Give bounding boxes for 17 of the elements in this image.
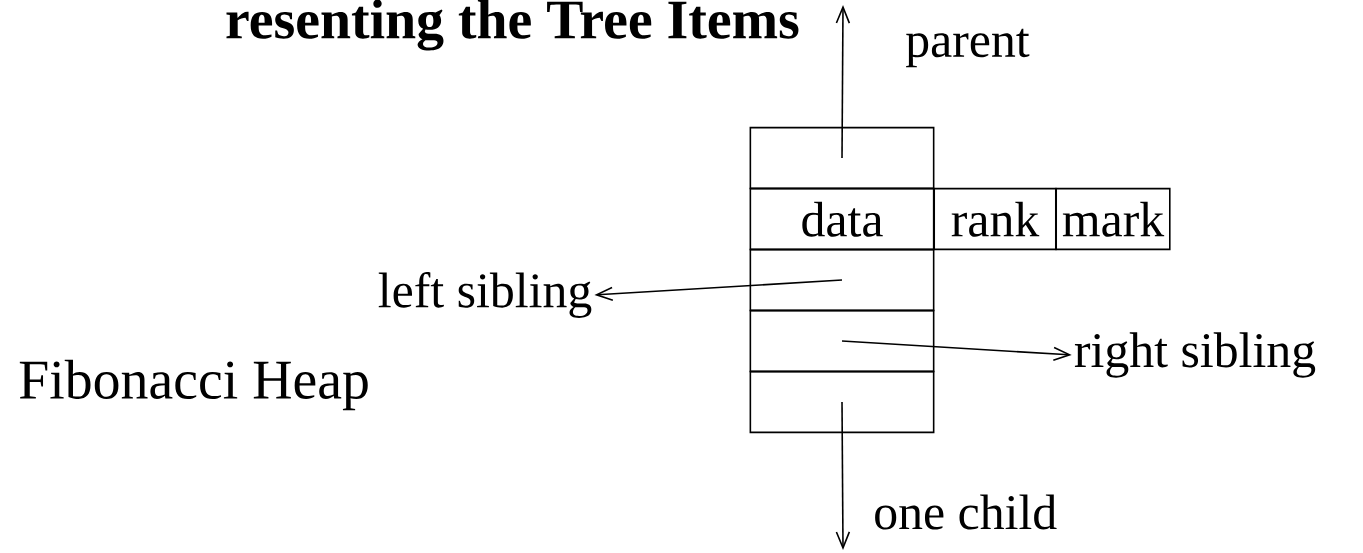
pointer-arrow [835, 401, 851, 550]
pointer-arrow [841, 340, 1072, 362]
title: resenting the Tree Items [226, 0, 799, 51]
record-cell: mark [1055, 187, 1171, 251]
pointer-arrow [835, 5, 851, 159]
record-cell: data [749, 187, 935, 251]
pointer-arrow [594, 279, 843, 302]
field-label: left sibling [378, 272, 592, 318]
caption-text: Fibonacci Heap [19, 359, 368, 411]
edge-label: parent [906, 28, 1030, 68]
record-cell [749, 370, 935, 434]
record-cell [749, 309, 935, 373]
edge-label: one child [875, 494, 1057, 530]
record-cell [749, 126, 935, 190]
record-cell [749, 248, 935, 312]
field-label: right sibling [1074, 332, 1316, 378]
record-cell: rank [933, 187, 1057, 251]
